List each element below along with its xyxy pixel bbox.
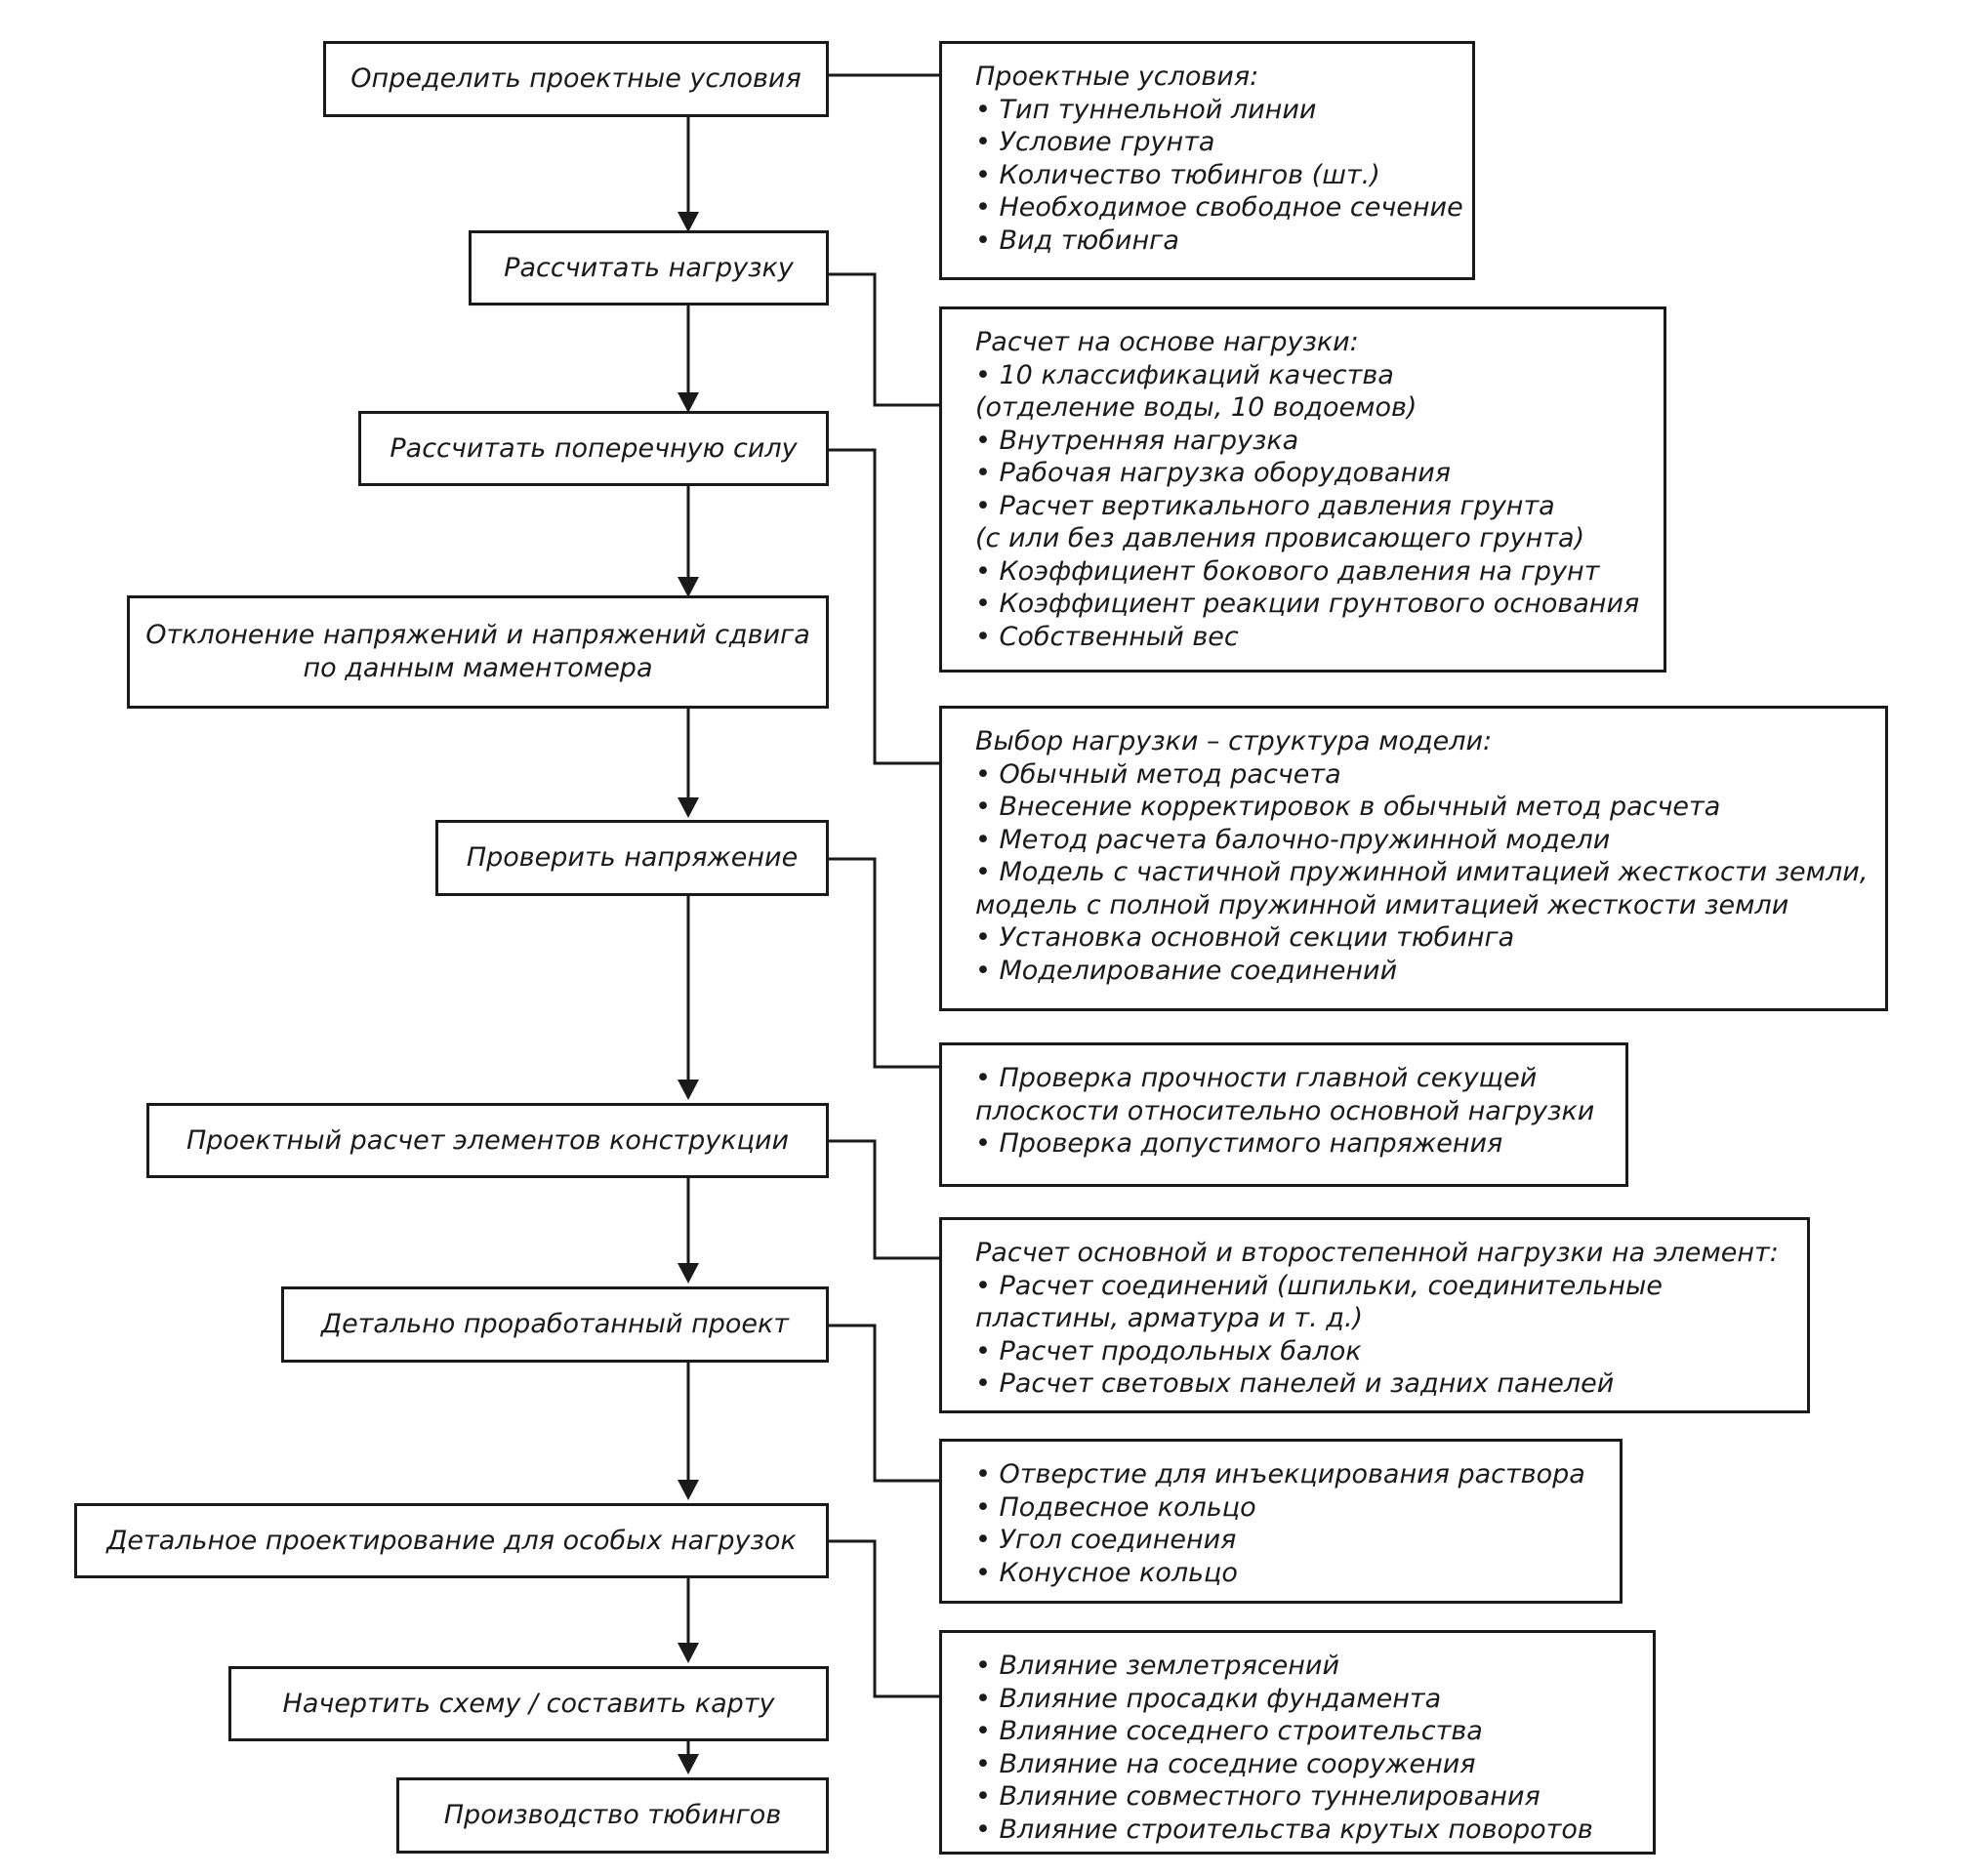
step-segment-production: Производство тюбингов	[396, 1777, 829, 1854]
note-line: Расчет основной и второстепенной нагрузк…	[975, 1238, 1779, 1268]
note-line: • Установка основной секции тюбинга	[975, 922, 1515, 953]
flow-arrowhead-4	[678, 797, 699, 818]
note-line: • Проверка прочности главной секущей	[975, 1063, 1538, 1093]
flow-arrowhead-8	[678, 1643, 699, 1663]
note-line: • Угол соединения	[975, 1525, 1237, 1555]
step-detailed-project: Детально проработанный проект	[281, 1286, 829, 1363]
step-determine-conditions: Определить проектные условия	[323, 41, 829, 117]
note-line: пластины, арматура и т. д.)	[975, 1303, 1364, 1333]
step-label-line: Начертить схему / составить карту	[282, 1688, 775, 1719]
note-element-loads: Расчет основной и второстепенной нагрузк…	[939, 1217, 1810, 1413]
step-draw-scheme: Начертить схему / составить карту	[228, 1666, 829, 1741]
step-label-line: Производство тюбингов	[443, 1800, 782, 1830]
note-connectors	[827, 73, 939, 1698]
note-line: • Коэффициент бокового давления на грунт	[975, 555, 1600, 587]
note-line: Выбор нагрузки – структура модели:	[975, 726, 1493, 756]
note-line: • Влияние на соседние сооружения	[975, 1748, 1476, 1779]
note-line: • Необходимое свободное сечение	[975, 192, 1463, 223]
connector-s5-n4	[827, 857, 939, 1069]
step-label-line: Отклонение напряжений и напряжений сдвиг…	[145, 620, 810, 650]
note-line: • Влияние строительства крутых поворотов	[975, 1814, 1593, 1845]
step-label-line: Проектный расчет элементов конструкции	[185, 1124, 790, 1156]
note-line: • Внутренняя нагрузка	[975, 425, 1299, 456]
note-line: • Расчет продольных балок	[975, 1335, 1362, 1366]
note-model-structure: Выбор нагрузки – структура модели:• Обыч…	[939, 706, 1888, 1011]
note-line: • Внесение корректировок в обычный метод…	[975, 792, 1721, 822]
note-line: • Расчет световых панелей и задних панел…	[975, 1368, 1615, 1399]
connector-s2-n2	[827, 272, 939, 407]
flow-arrowhead-5	[678, 1080, 699, 1100]
note-line: • Тип туннельной линии	[975, 94, 1317, 125]
note-line: плоскости относительно основной нагрузки	[975, 1095, 1595, 1126]
step-calculate-shear-force: Рассчитать поперечную силу	[358, 411, 829, 486]
flow-arrowhead-6	[678, 1263, 699, 1284]
note-line: Проектные условия:	[975, 61, 1259, 92]
flow-arrowhead-3	[678, 577, 699, 597]
note-line: • Моделирование соединений	[975, 955, 1398, 986]
step-label-line: Детальное проектирование для особых нагр…	[106, 1525, 797, 1556]
note-influences: • Влияние землетрясений• Влияние просадк…	[939, 1630, 1656, 1855]
step-label-line: Рассчитать нагрузку	[504, 252, 794, 283]
note-line: • Рабочая нагрузка оборудования	[975, 458, 1452, 488]
note-line: • Влияние совместного туннелирования	[975, 1781, 1541, 1812]
flow-arrowhead-2	[678, 392, 699, 413]
note-line: • Условие грунта	[975, 127, 1215, 157]
note-line: • Обычный метод расчета	[975, 758, 1341, 790]
note-line: • Подвесное кольцо	[975, 1491, 1256, 1523]
connector-s3-n3	[827, 448, 939, 765]
step-element-design: Проектный расчет элементов конструкции	[146, 1103, 829, 1178]
note-line: • Расчет вертикального давления грунта	[975, 490, 1555, 521]
note-load-calculation: Расчет на основе нагрузки:• 10 классифик…	[939, 306, 1666, 673]
flow-arrowhead-7	[678, 1480, 699, 1500]
note-line: • 10 классификаций качества	[975, 359, 1394, 390]
note-line: • Влияние просадки фундамента	[975, 1683, 1442, 1714]
note-line: • Коэффициент реакции грунтового основан…	[975, 589, 1640, 619]
note-line: • Вид тюбинга	[975, 224, 1179, 256]
note-design-conditions: Проектные условия:• Тип туннельной линии…	[939, 41, 1475, 280]
step-stress-deviation: Отклонение напряжений и напряжений сдвиг…	[127, 595, 829, 709]
note-line: • Количество тюбингов (шт.)	[975, 159, 1380, 190]
note-ring-details: • Отверстие для инъекцирования раствора•…	[939, 1439, 1623, 1604]
note-line: • Проверка допустимого напряжения	[975, 1128, 1503, 1159]
note-line: модель с полной пружинной имитацией жест…	[975, 889, 1789, 920]
step-label-line: по данным маментомера	[303, 653, 653, 683]
connector-s8-n7	[827, 1539, 939, 1698]
note-line: (с или без давления провисающего грунта)	[975, 523, 1585, 553]
connector-s6-n5	[827, 1139, 939, 1260]
note-line: • Модель с частичной пружинной имитацией…	[975, 857, 1869, 887]
step-special-loads-design: Детальное проектирование для особых нагр…	[74, 1503, 829, 1578]
step-label-line: Детально проработанный проект	[320, 1309, 790, 1339]
note-line: • Конусное кольцо	[975, 1557, 1238, 1588]
note-line: • Влияние землетрясений	[975, 1651, 1339, 1681]
flow-arrowhead-1	[678, 212, 699, 232]
note-line: • Расчет соединений (шпильки, соединител…	[975, 1270, 1663, 1301]
step-label-line: Определить проектные условия	[350, 63, 801, 94]
flow-arrows	[678, 117, 699, 1774]
step-label-line: Рассчитать поперечную силу	[390, 432, 798, 464]
note-line: (отделение воды, 10 водоемов)	[975, 392, 1417, 423]
note-line: • Метод расчета балочно-пружинной модели	[975, 824, 1611, 855]
step-check-stress: Проверить напряжение	[435, 820, 829, 896]
step-label-line: Проверить напряжение	[466, 842, 799, 873]
note-line: Расчет на основе нагрузки:	[975, 327, 1359, 357]
step-calculate-load: Рассчитать нагрузку	[469, 230, 829, 306]
note-line: • Собственный вес	[975, 621, 1239, 652]
flow-arrowhead-9	[678, 1754, 699, 1774]
note-line: • Отверстие для инъекцирования раствора	[975, 1459, 1585, 1489]
connector-s7-n6	[827, 1324, 939, 1483]
note-line: • Влияние соседнего строительства	[975, 1716, 1483, 1746]
